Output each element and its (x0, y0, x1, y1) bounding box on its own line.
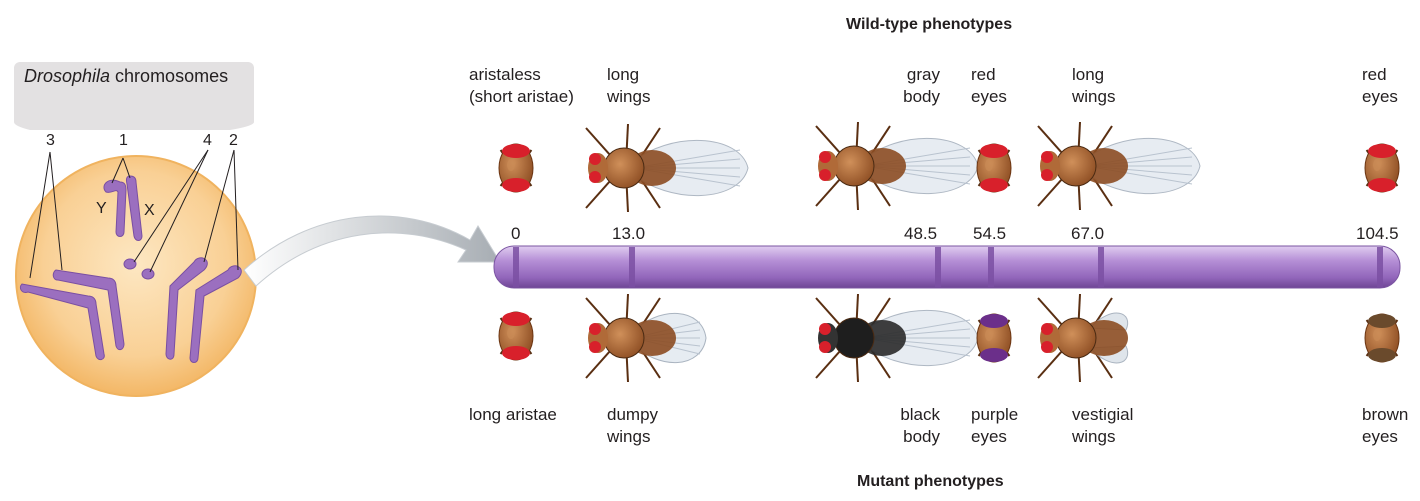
chromosome-4b (142, 269, 154, 279)
map-locus-tick (935, 247, 941, 287)
fly-wild-long-wings-1 (586, 124, 748, 212)
fly-wild-aristaless (499, 144, 533, 192)
fly-mutant-dumpy-wings (586, 294, 706, 382)
map-position-54-5: 54.5 (973, 224, 1006, 244)
mutant-label-brown-eyes: brown eyes (1362, 404, 1408, 448)
wild-label-red-eyes-2: red eyes (1362, 64, 1398, 108)
wild-label-gray-body: gray body (896, 64, 940, 108)
mutant-label-black-body: black body (886, 404, 940, 448)
map-locus-tick (1098, 247, 1104, 287)
wild-label-long-wings-2: long wings (1072, 64, 1115, 108)
mutant-label-purple-eyes: purple eyes (971, 404, 1018, 448)
fly-wild-red-eyes-1 (977, 144, 1011, 192)
map-locus-tick (513, 247, 519, 287)
mutant-label-vestigial-wings: vestigial wings (1072, 404, 1133, 448)
fly-mutant-long-aristae (499, 312, 533, 360)
wild-label-long-wings-1: long wings (607, 64, 650, 108)
y-chromosome-label: Y (96, 200, 107, 218)
map-locus-tick (988, 247, 994, 287)
map-position-67: 67.0 (1071, 224, 1104, 244)
chromosome-number-1: 1 (119, 132, 128, 150)
map-position-0: 0 (511, 224, 520, 244)
map-locus-tick (629, 247, 635, 287)
fly-mutant-brown-eyes (1365, 314, 1399, 362)
fly-mutant-vestigial-wings (1038, 294, 1128, 382)
map-position-13: 13.0 (612, 224, 645, 244)
wild-label-red-eyes-1: red eyes (971, 64, 1007, 108)
cell-title-tab (14, 102, 254, 130)
chromosome-number-2: 2 (229, 132, 238, 150)
fly-wild-long-wings-2 (1038, 122, 1200, 210)
fly-mutant-purple-eyes (977, 314, 1011, 362)
chromosome-4a (124, 259, 136, 269)
wild-label-aristaless: aristaless (short aristae) (469, 64, 574, 108)
map-locus-tick (1377, 247, 1383, 287)
fly-wild-red-eyes-2 (1365, 144, 1399, 192)
map-position-48-5: 48.5 (904, 224, 937, 244)
mutant-label-dumpy-wings: dumpy wings (607, 404, 658, 448)
fly-mutant-black-body (816, 294, 978, 382)
x-chromosome-label: X (144, 202, 155, 220)
chromosome-number-4: 4 (203, 132, 212, 150)
map-position-104-5: 104.5 (1356, 224, 1399, 244)
magnify-arrow (244, 216, 500, 286)
mutant-label-long-aristae: long aristae (469, 404, 557, 426)
fly-wild-gray-body (816, 122, 978, 210)
chromosome-number-3: 3 (46, 132, 55, 150)
